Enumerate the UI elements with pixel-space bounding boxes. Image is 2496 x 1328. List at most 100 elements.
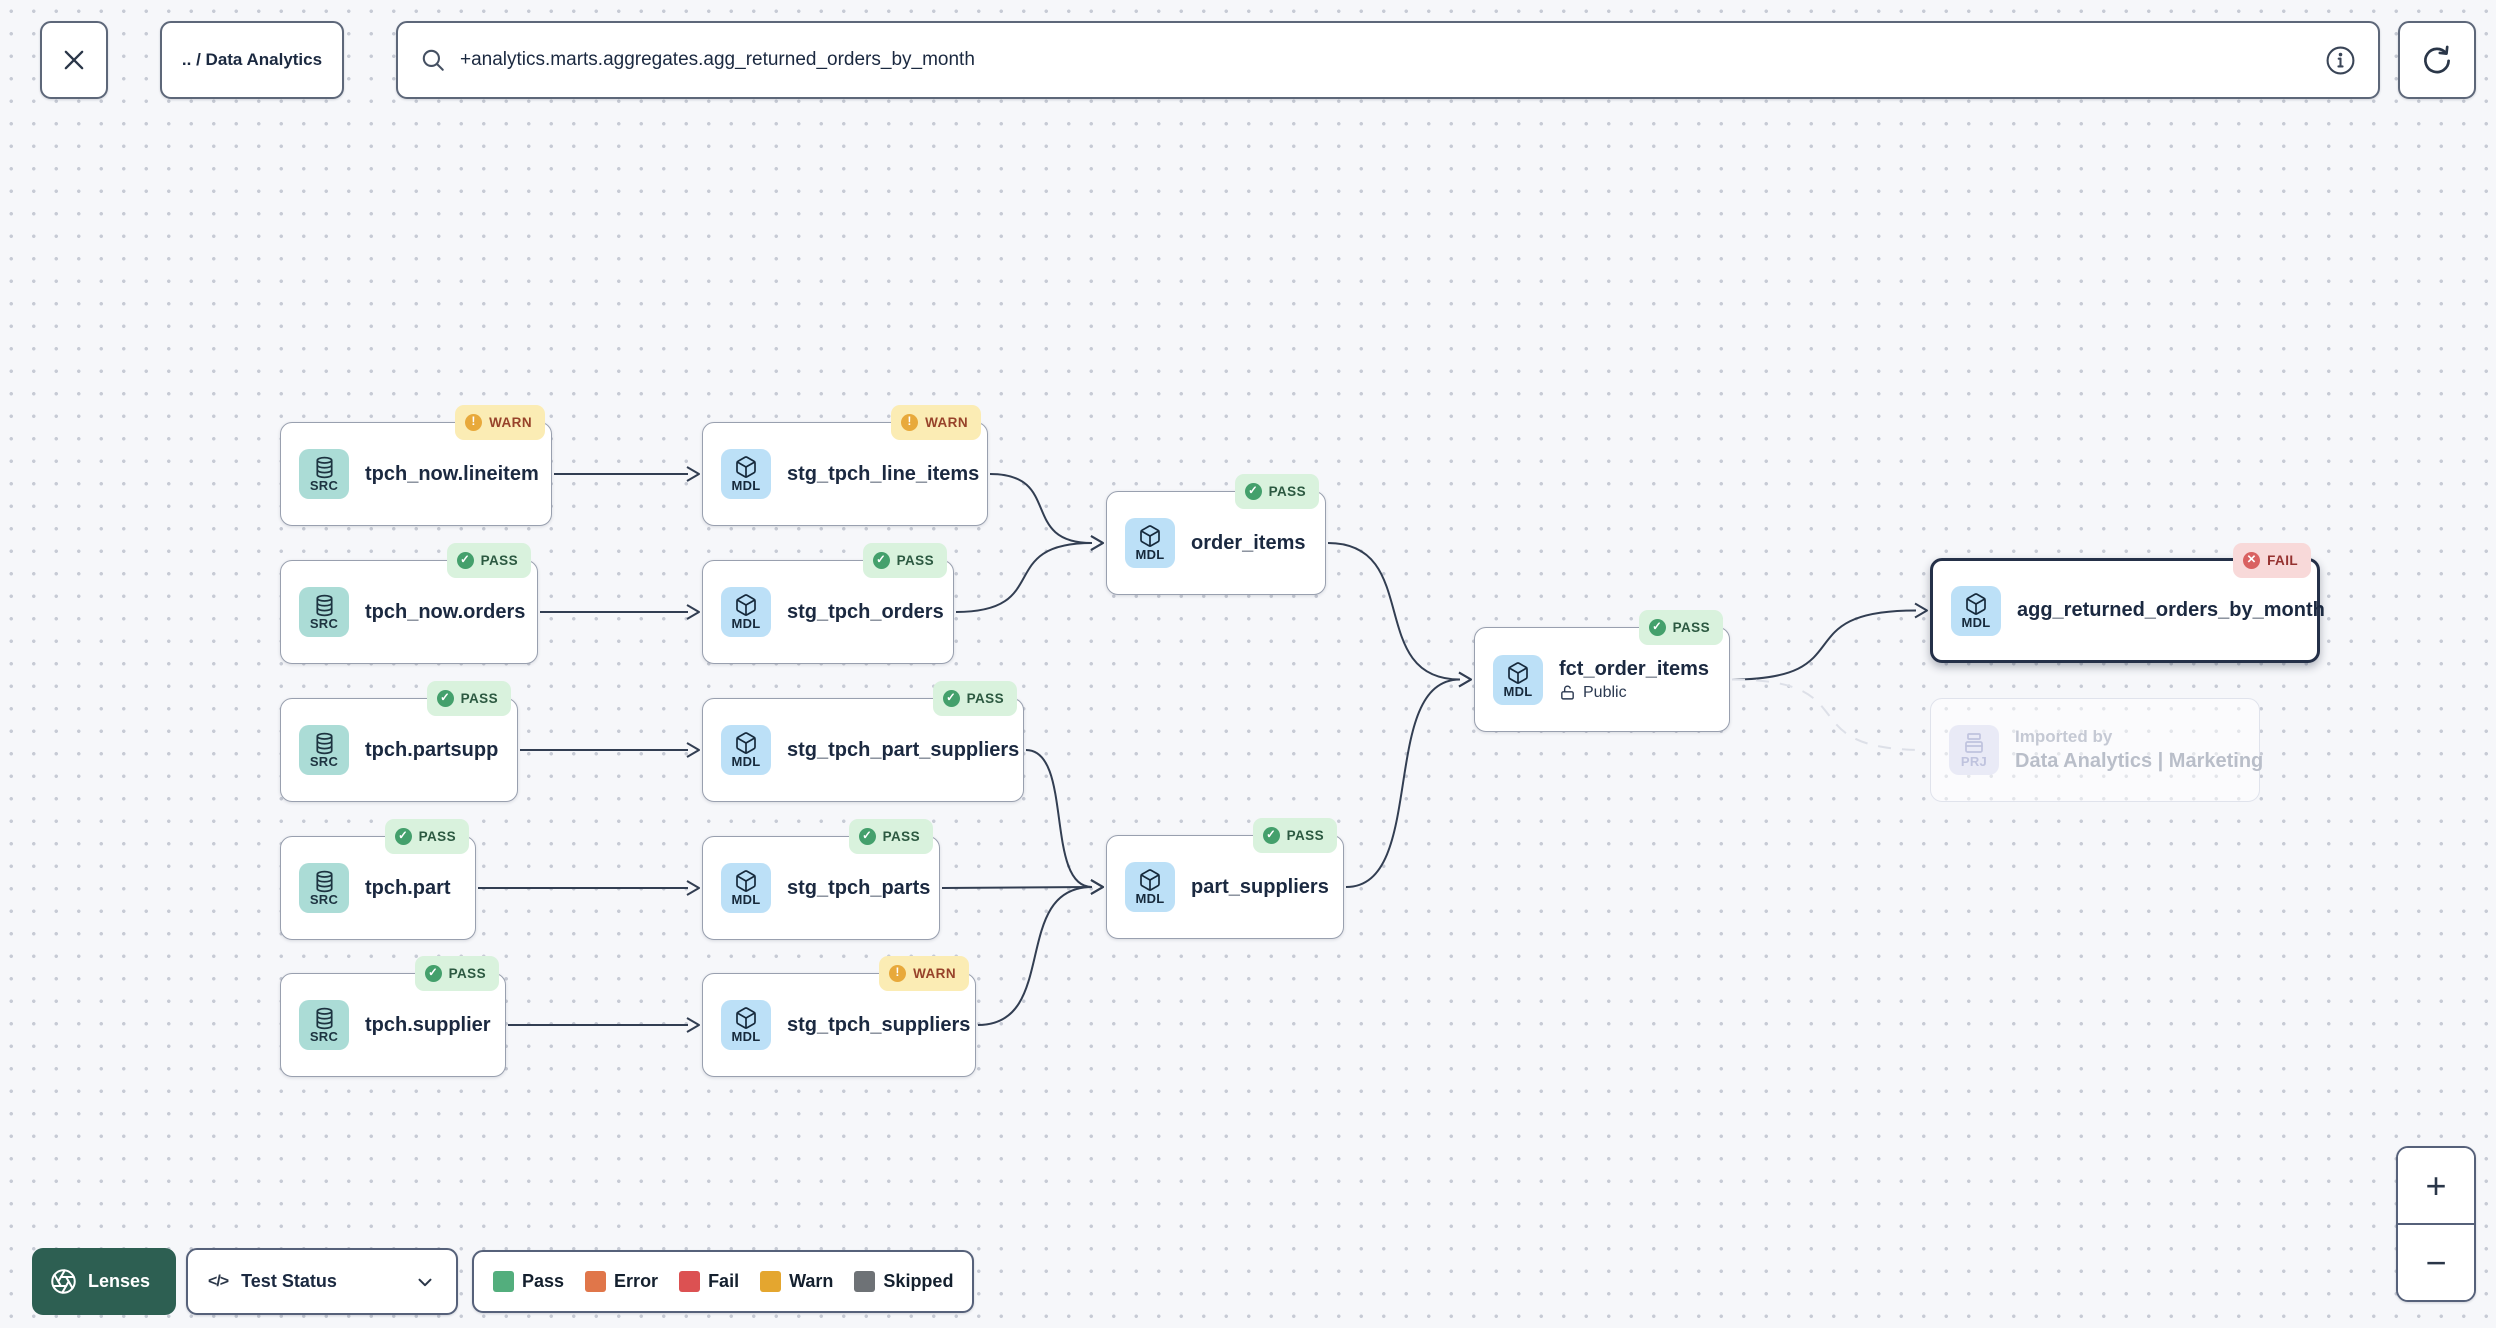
cube-icon	[1140, 869, 1160, 891]
status-dot-icon: ✓	[942, 690, 960, 707]
node-content: MDL stg_tpch_part_suppliers	[703, 699, 1023, 801]
node-stg_tpch_orders[interactable]: MDL stg_tpch_orders ✓PASS	[702, 543, 954, 664]
edge-stg_tpch_part_suppliers-to-part_suppliers	[1025, 749, 1093, 888]
kind-badge-src: SRC	[299, 863, 349, 913]
status-dot-icon: ✓	[436, 690, 454, 707]
search-input[interactable]	[460, 49, 2311, 71]
kind-badge-mdl: MDL	[1951, 585, 2001, 636]
status-dot-icon: ✓	[872, 552, 890, 569]
aperture-icon	[51, 1269, 76, 1294]
kind-label: SRC	[309, 1028, 339, 1044]
kind-label: MDL	[1961, 614, 1991, 630]
node-agg_returned_orders_by_month[interactable]: MDL agg_returned_orders_by_month ✕FAIL	[1930, 543, 2325, 663]
lenses-button[interactable]: Lenses	[32, 1248, 177, 1315]
status-badge-pass: ✓PASS	[862, 543, 947, 578]
kind-label: SRC	[309, 753, 339, 769]
node-label: stg_tpch_orders	[787, 600, 944, 623]
status-dot-icon: ✓	[1648, 619, 1666, 636]
node-imported_by[interactable]: PRJ Imported by Data Analytics | Marketing	[1930, 698, 2263, 802]
node-sublabel: Data Analytics | Marketing	[2015, 750, 2264, 772]
node-content: PRJ Imported by Data Analytics | Marketing	[1931, 699, 2263, 801]
kind-label: MDL	[731, 478, 761, 493]
kind-label: MDL	[731, 616, 761, 631]
breadcrumb[interactable]: .. / Data Analytics	[160, 21, 344, 99]
node-label: tpch.part	[365, 876, 451, 899]
legend-item-skipped: Skipped	[854, 1271, 953, 1292]
database-icon	[315, 1007, 333, 1029]
legend-label: Fail	[708, 1271, 740, 1291]
legend-item-fail: Fail	[679, 1271, 739, 1292]
kind-label: SRC	[309, 615, 339, 631]
status-dot-icon: ✓	[1262, 827, 1280, 844]
node-stg_tpch_part_suppliers[interactable]: MDL stg_tpch_part_suppliers ✓PASS	[702, 681, 1024, 802]
status-dot-icon: ✓	[424, 965, 442, 982]
node-label: part_suppliers	[1191, 875, 1329, 898]
legend-label: Error	[614, 1271, 659, 1291]
info-icon[interactable]	[2325, 45, 2356, 76]
kind-badge-prj: PRJ	[1949, 725, 1999, 775]
status-badge-warn: !WARN	[455, 405, 545, 440]
edge-arrowhead	[686, 604, 700, 620]
kind-badge-mdl: MDL	[721, 449, 771, 499]
kind-badge-mdl: MDL	[721, 863, 771, 913]
node-content: MDL order_items	[1107, 492, 1325, 594]
close-button[interactable]	[40, 21, 108, 99]
zoom-out-button[interactable]: −	[2398, 1225, 2474, 1300]
node-label: stg_tpch_parts	[787, 876, 931, 899]
cube-icon	[736, 594, 756, 616]
node-content: MDL part_suppliers	[1107, 836, 1343, 938]
edge-arrowhead	[686, 466, 700, 482]
node-label: Imported by	[2015, 727, 2113, 746]
kind-label: MDL	[1503, 683, 1533, 699]
database-icon	[315, 732, 333, 754]
database-icon	[315, 594, 333, 616]
node-content: MDL stg_tpch_parts	[703, 837, 939, 939]
kind-label: MDL	[1135, 891, 1165, 906]
kind-badge-mdl: MDL	[1125, 518, 1175, 568]
edge-arrowhead	[686, 1017, 700, 1033]
plus-icon: +	[2425, 1164, 2447, 1206]
edge-stg_tpch_suppliers-to-part_suppliers	[977, 886, 1093, 1026]
edge-arrowhead	[1090, 879, 1104, 895]
node-label: tpch_now.orders	[365, 600, 526, 623]
legend-swatch-warn	[760, 1271, 782, 1292]
refresh-button[interactable]	[2398, 21, 2476, 99]
status-badge-warn: !WARN	[879, 956, 969, 991]
kind-badge-mdl: MDL	[721, 1000, 771, 1050]
node-label: agg_returned_orders_by_month	[2017, 599, 2325, 621]
edge-arrowhead	[1914, 602, 1928, 619]
node-label: stg_tpch_part_suppliers	[787, 738, 1020, 761]
kind-badge-mdl: MDL	[1125, 862, 1175, 912]
edge-fct_order_items-to-imported_by	[1731, 678, 1926, 751]
kind-badge-mdl: MDL	[721, 725, 771, 775]
database-icon	[315, 456, 333, 478]
status-dot-icon: ✓	[456, 552, 474, 569]
status-badge-pass: ✓PASS	[932, 681, 1017, 716]
status-dot-icon: ✓	[394, 828, 412, 845]
legend-label: Warn	[789, 1271, 834, 1291]
node-label: order_items	[1191, 531, 1306, 554]
lens-selector[interactable]: </> Test Status	[186, 1248, 458, 1315]
edge-arrowhead	[686, 742, 700, 758]
zoom-in-button[interactable]: +	[2398, 1148, 2474, 1223]
legend-label: Skipped	[883, 1271, 954, 1291]
status-badge-fail: ✕FAIL	[2233, 543, 2311, 578]
kind-label: MDL	[731, 1029, 761, 1044]
minus-icon: −	[2425, 1241, 2447, 1283]
node-access: Public	[1559, 684, 1709, 702]
cube-icon	[736, 870, 756, 892]
status-badge-warn: !WARN	[891, 405, 981, 440]
